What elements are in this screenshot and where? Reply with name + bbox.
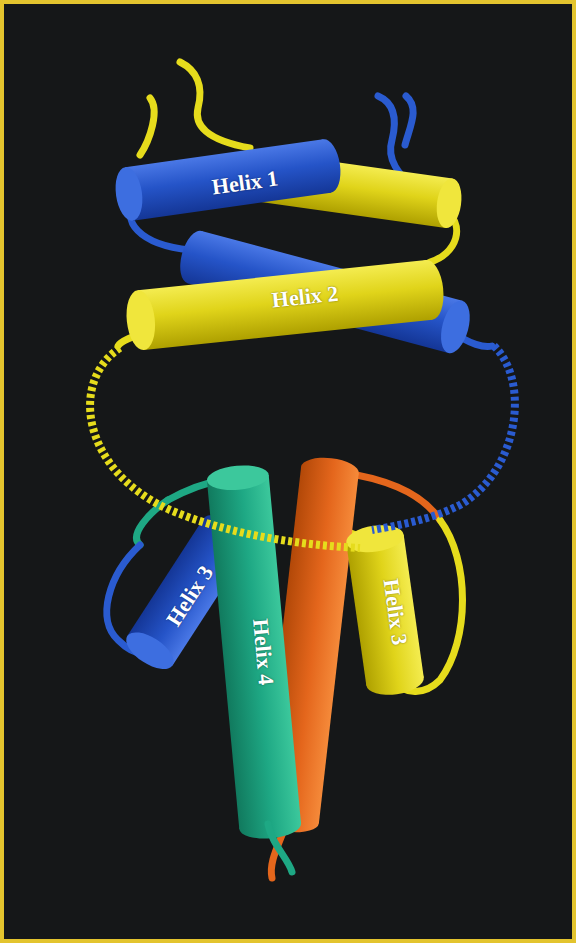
dashed-loop (90, 348, 360, 548)
dashed-loop (372, 346, 515, 530)
loop-tail (268, 824, 292, 872)
helix-cylinder (344, 522, 425, 698)
loops-bottom (107, 472, 463, 878)
helix-cylinder (112, 138, 343, 223)
helix-label: Helix 4 (249, 618, 277, 686)
helix-cylinder (124, 259, 447, 352)
helix-cylinder (206, 463, 302, 841)
